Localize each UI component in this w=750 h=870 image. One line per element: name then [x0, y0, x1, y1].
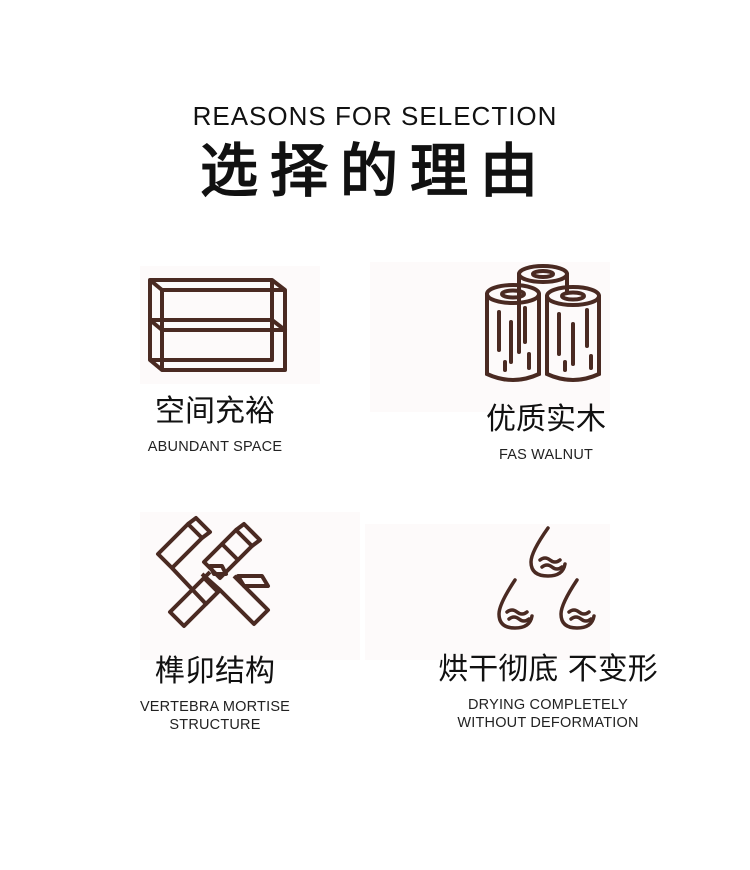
- feature-title-en-line2: STRUCTURE: [169, 717, 261, 733]
- water-drops-icon: [378, 524, 718, 636]
- feature-title-en-line1: VERTEBRA MORTISE: [139, 699, 291, 715]
- feature-title-en-line1: DRYING COMPLETELY: [468, 697, 628, 713]
- feature-title-en: FAS WALNUT: [498, 447, 594, 463]
- feature-mortise-structure: 榫卯结构 VERTEBRA MORTISE STRUCTURE: [55, 514, 375, 734]
- feature-title-cn: 烘干彻底 不变形: [438, 652, 658, 687]
- feature-title-cn: 榫卯结构: [155, 654, 275, 689]
- header-title-cn: 选择的理由: [199, 137, 550, 205]
- feature-title-en: ABUNDANT SPACE: [147, 439, 283, 455]
- feature-abundant-space: 空间充裕 ABUNDANT SPACE: [55, 266, 375, 456]
- feature-fas-walnut: 优质实木 FAS WALNUT: [386, 262, 706, 464]
- wood-logs-icon: [386, 262, 706, 386]
- feature-title-en-line2: WITHOUT DEFORMATION: [457, 715, 639, 731]
- page-header: REASONS FOR SELECTION 选择的理由: [0, 96, 750, 204]
- header-title-en: REASONS FOR SELECTION: [192, 101, 558, 131]
- panel-bg-1: [140, 266, 320, 384]
- feature-title-cn: 优质实木: [486, 402, 606, 437]
- feature-drying: 烘干彻底 不变形 DRYING COMPLETELY WITHOUT DEFOR…: [378, 524, 718, 732]
- shelf-frame-icon: [55, 266, 375, 378]
- mortise-joint-icon: [55, 514, 375, 638]
- feature-title-cn: 空间充裕: [155, 394, 275, 429]
